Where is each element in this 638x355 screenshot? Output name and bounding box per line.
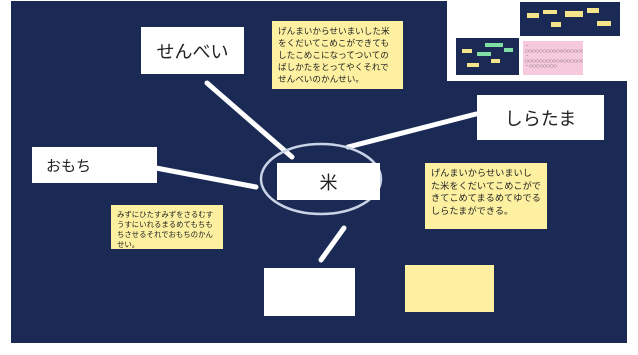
thumbnail-note	[587, 8, 599, 13]
shiratama-note[interactable]: げんまいからせいまいした米をくだいてこめこができてこめてまるめてゆでるしらたまが…	[425, 163, 547, 229]
thumbnail-pink-note: ・○○○○○○○○○○○○○○○○○○○○ ・○○○○○○○○○○○○○○○○○…	[523, 41, 583, 75]
thumbnail-panel-right	[520, 2, 620, 36]
senbei-card[interactable]: せんべい	[141, 27, 244, 74]
thumbnail-note	[551, 22, 561, 27]
blank-note[interactable]	[405, 265, 494, 312]
connector-shiratama	[345, 111, 479, 150]
thumbnail-green-note	[477, 52, 491, 56]
thumbnail-note	[491, 59, 500, 63]
board-thumbnail[interactable]: ・○○○○○○○○○○○○○○○○○○○○ ・○○○○○○○○○○○○○○○○○…	[447, 1, 627, 81]
connector-blank	[318, 225, 347, 263]
senbei-note[interactable]: げんまいからせいまいした米をくだいてこめこができてもしたこめこになってついてのば…	[272, 21, 403, 89]
omochi-note[interactable]: みずにひたすみずをさるむすうすにいれるまるめてもちもちさせるそれでおもちのかんせ…	[111, 205, 223, 249]
thumbnail-note	[565, 11, 583, 17]
center-card-label: 米	[319, 172, 338, 194]
thumbnail-note	[462, 49, 472, 53]
connector-senbei	[204, 80, 295, 160]
blank-card[interactable]	[264, 268, 355, 316]
center-ellipse[interactable]	[259, 142, 383, 216]
senbei-card-label: せんべい	[156, 41, 229, 63]
thumbnail-note	[597, 21, 611, 26]
center-card[interactable]: 米	[277, 163, 380, 200]
thumbnail-green-note	[485, 43, 503, 47]
shiratama-card[interactable]: しらたま	[477, 95, 604, 140]
thumbnail-note	[527, 13, 539, 18]
thumbnail-green-note	[504, 48, 513, 52]
omochi-card-label: おもち	[46, 156, 92, 175]
thumbnail-note	[467, 63, 479, 67]
shiratama-card-label: しらたま	[504, 108, 577, 130]
connector-omochi	[153, 165, 259, 190]
omochi-card[interactable]: おもち	[32, 147, 157, 183]
thumbnail-note	[543, 10, 557, 14]
